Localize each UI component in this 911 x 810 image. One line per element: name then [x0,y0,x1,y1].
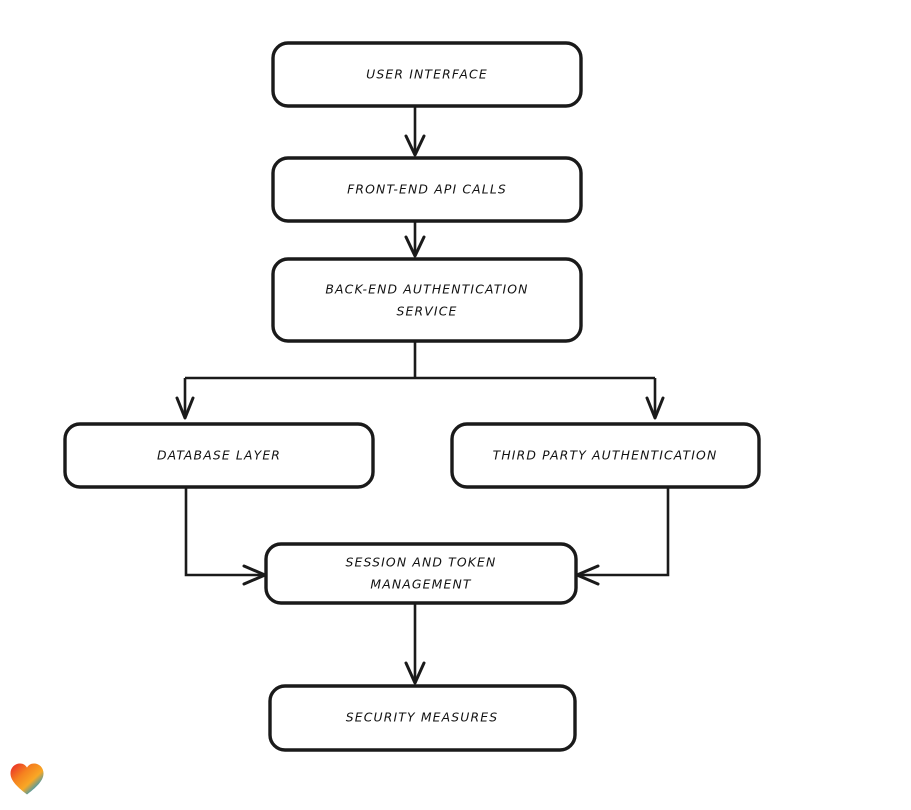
node-session-and-token-management-label-line1: SESSION AND TOKEN [346,555,497,570]
node-user-interface-label: USER INTERFACE [366,67,488,82]
node-back-end-authentication-service[interactable]: BACK-END AUTHENTICATION SERVICE [271,257,583,343]
edge-backend-to-database [175,378,195,420]
heart-icon-shape [10,763,44,795]
edge-backend-branch [185,341,655,380]
node-front-end-api-calls-shape[interactable] [271,156,583,223]
node-third-party-authentication[interactable]: THIRD PARTY AUTHENTICATION [450,422,761,489]
node-database-layer-label: DATABASE LAYER [157,448,281,463]
heart-icon [10,763,44,795]
node-session-and-token-management[interactable]: SESSION AND TOKEN MANAGEMENT [264,542,578,605]
edge-database-to-session [184,487,267,586]
node-security-measures[interactable]: SECURITY MEASURES [268,684,577,752]
node-third-party-authentication-label: THIRD PARTY AUTHENTICATION [493,448,718,463]
edge-backend-to-thirdparty [645,378,665,420]
node-session-and-token-management-label-line2: MANAGEMENT [370,577,471,592]
node-back-end-authentication-service-label-line2: SERVICE [397,304,458,319]
edge-ui-to-api [404,106,426,157]
node-front-end-api-calls-label: FRONT-END API CALLS [347,182,507,197]
node-database-layer-shape[interactable] [63,422,375,489]
node-front-end-api-calls[interactable]: FRONT-END API CALLS [271,156,583,223]
edge-thirdparty-to-session [575,487,670,586]
node-security-measures-shape[interactable] [268,684,577,752]
node-back-end-authentication-service-shape[interactable] [271,257,583,343]
node-session-and-token-management-shape[interactable] [264,542,578,605]
node-database-layer[interactable]: DATABASE LAYER [63,422,375,489]
node-layer: USER INTERFACE FRONT-END API CALLS BACK-… [63,41,761,752]
edge-api-to-backend [404,221,426,258]
node-user-interface[interactable]: USER INTERFACE [271,41,583,108]
node-back-end-authentication-service-label-line1: BACK-END AUTHENTICATION [325,282,528,297]
node-user-interface-shape[interactable] [271,41,583,108]
node-security-measures-label: SECURITY MEASURES [346,710,499,725]
node-third-party-authentication-shape[interactable] [450,422,761,489]
edge-session-to-security [404,603,426,685]
